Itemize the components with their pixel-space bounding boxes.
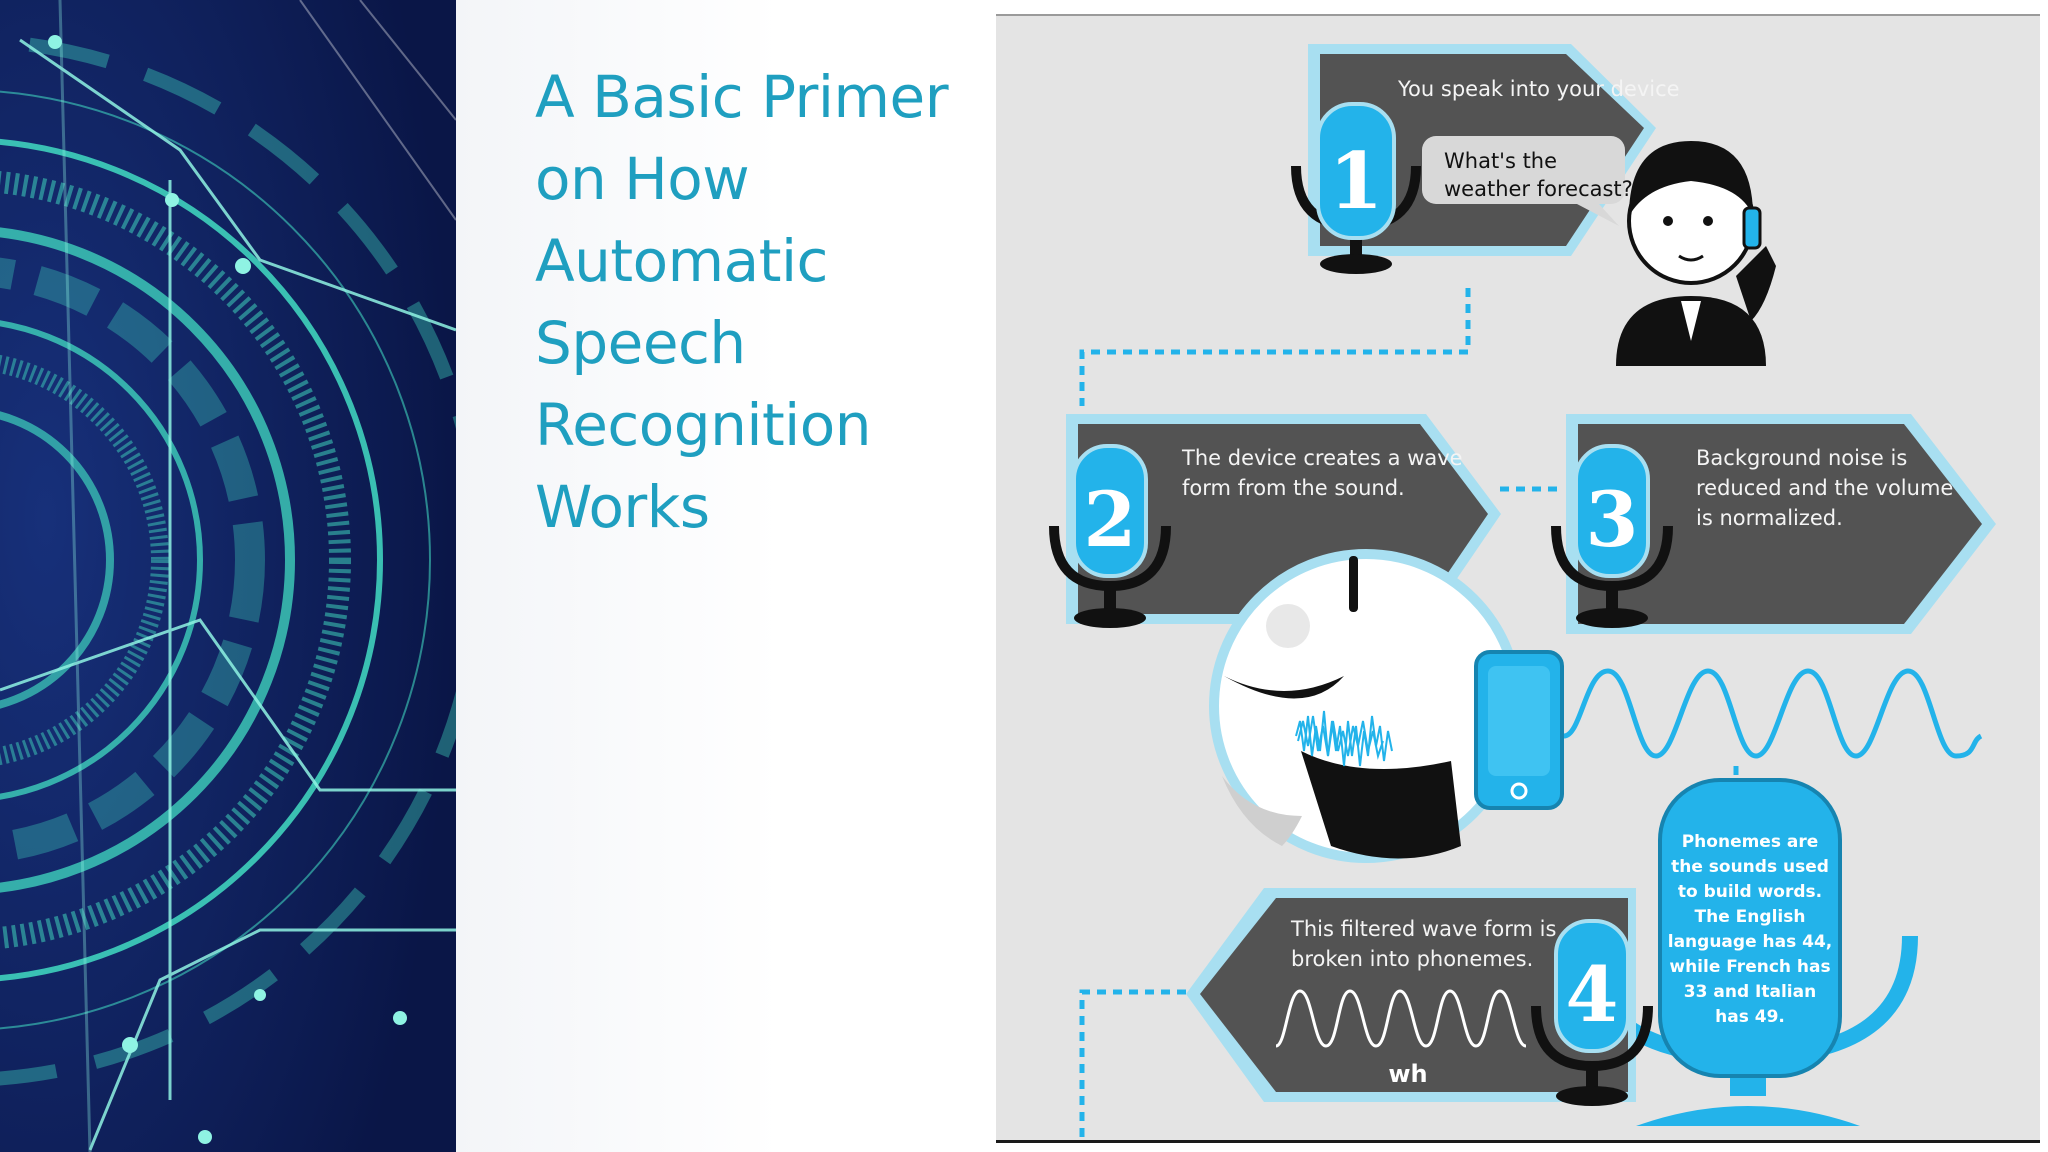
step-1-number: 1 bbox=[1329, 136, 1383, 227]
step-3-caption-line-1: Background noise is bbox=[1696, 446, 1907, 470]
phone-icon bbox=[1474, 650, 1564, 810]
phoneme-label: wh bbox=[1388, 1060, 1427, 1088]
person-with-phone-icon bbox=[1616, 141, 1776, 366]
step-4-caption-line-2: broken into phonemes. bbox=[1291, 947, 1533, 971]
step-4-caption-line-1: This filtered wave form is bbox=[1290, 917, 1556, 941]
step-1-caption: You speak into your device bbox=[1397, 77, 1680, 101]
step-2-caption-line-1: The device creates a wave bbox=[1181, 446, 1463, 470]
step-2-number: 2 bbox=[1084, 475, 1137, 564]
connector-4-end bbox=[1079, 989, 1186, 1140]
step-4-number: 4 bbox=[1566, 950, 1619, 1039]
step-4-panel: This filtered wave form is broken into p… bbox=[1186, 888, 1636, 1102]
speech-bubble-line-1: What's the bbox=[1444, 149, 1557, 173]
phoneme-note-line-3: to build words. bbox=[1678, 882, 1822, 902]
step-3-caption-line-2: reduced and the volume bbox=[1696, 476, 1953, 500]
microphone-3-icon: 3 bbox=[1551, 444, 1673, 628]
phoneme-note-line-6: while French has bbox=[1669, 957, 1830, 977]
phoneme-note-line-4: The English bbox=[1695, 907, 1806, 927]
step-2-caption-line-2: form from the sound. bbox=[1182, 476, 1405, 500]
circuit-rings-image bbox=[0, 0, 456, 1152]
sine-waveform-icon bbox=[1563, 668, 1983, 759]
phoneme-note-line-1: Phonemes are bbox=[1682, 832, 1819, 852]
asr-infographic-diagram: You speak into your device What's the we… bbox=[1049, 44, 1996, 1140]
microphone-2-icon: 2 bbox=[1049, 444, 1171, 628]
phoneme-waveform-icon bbox=[1275, 989, 1527, 1048]
noisy-waveform-icon bbox=[1295, 710, 1393, 767]
connector-1-2 bbox=[1079, 288, 1471, 406]
title-panel: A Basic Primer on How Automatic Speech R… bbox=[456, 0, 996, 1152]
phoneme-note-line-8: has 49. bbox=[1715, 1007, 1785, 1027]
step-3-panel: Background noise is reduced and the volu… bbox=[1566, 414, 1996, 634]
step-3-caption-line-3: is normalized. bbox=[1696, 506, 1843, 530]
step-3-number: 3 bbox=[1586, 475, 1639, 564]
face-closeup-illustration bbox=[1209, 549, 1523, 863]
speech-bubble bbox=[1422, 136, 1625, 226]
microphone-1-icon: 1 bbox=[1291, 102, 1421, 274]
phoneme-note-line-7: 33 and Italian bbox=[1684, 982, 1816, 1002]
phoneme-note-line-5: language has 44, bbox=[1668, 932, 1833, 952]
microphone-4-icon: 4 bbox=[1531, 919, 1653, 1106]
asr-infographic: You speak into your device What's the we… bbox=[996, 14, 2040, 1143]
phoneme-note-line-2: the sounds used bbox=[1671, 857, 1829, 877]
slide-title: A Basic Primer on How Automatic Speech R… bbox=[535, 63, 949, 541]
decorative-tech-artwork bbox=[0, 0, 456, 1152]
speech-bubble-line-2: weather forecast? bbox=[1444, 177, 1633, 201]
